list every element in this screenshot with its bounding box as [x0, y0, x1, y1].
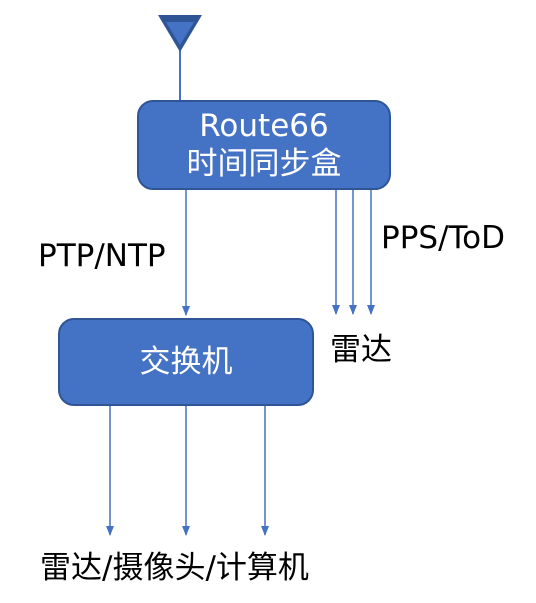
switch-label: 交换机	[139, 344, 233, 380]
devices-label: 雷达/摄像头/计算机	[40, 550, 309, 586]
antenna-triangle-inner	[166, 22, 194, 45]
ptp-ntp-label: PTP/NTP	[38, 238, 166, 274]
pps-tod-label: PPS/ToD	[381, 220, 506, 256]
antenna-icon	[158, 15, 202, 101]
switch-node: 交换机	[58, 318, 314, 406]
sync-box-model-label: Route66	[199, 108, 329, 144]
time-sync-box-node: Route66 时间同步盒	[137, 100, 391, 190]
sync-box-name-label: 时间同步盒	[186, 146, 342, 182]
radar-label: 雷达	[330, 332, 392, 368]
